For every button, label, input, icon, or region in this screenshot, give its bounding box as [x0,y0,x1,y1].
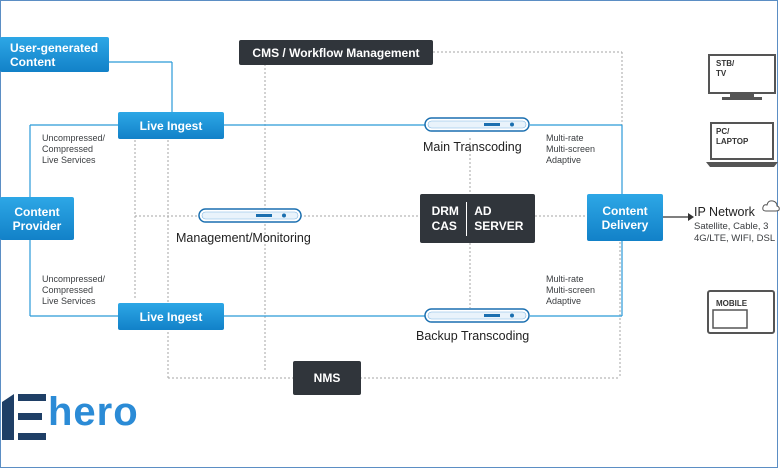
main-transcoding-label: Main Transcoding [423,140,522,154]
management-pill-icon [198,208,302,223]
nms-node: NMS [293,361,361,395]
uncompressed-top-label: Uncompressed/ Compressed Live Services [42,133,106,165]
drm-cas-label: DRM CAS [431,203,459,233]
logo-text: hero [48,390,139,434]
stb-label: STB/ TV [716,59,735,78]
content-delivery-node: Content Delivery [587,194,663,241]
ip-network-label: IP Network [694,205,755,219]
content-provider-node: Content Provider [0,197,74,240]
cloud-icon [762,200,780,212]
mobile-icon [707,290,775,334]
ugc-node: User-generated Content [0,37,109,72]
cms-node: CMS / Workflow Management [239,40,433,65]
backup-transcoding-label: Backup Transcoding [416,329,530,343]
ad-server-label: AD SERVER [474,203,524,233]
drm-ad-node: DRM CAS AD SERVER [420,194,535,243]
drm-divider [466,201,468,236]
laptop-icon [706,122,778,167]
management-label: Management/Monitoring [176,231,311,245]
multirate-top-label: Multi-rate Multi-screen Adaptive [546,133,596,165]
live-ingest-top-node: Live Ingest [118,112,224,139]
backup-transcoder-pill-icon [424,308,530,323]
ip-network-sub-label: Satellite, Cable, 3 4G/LTE, WIFI, DSL [694,221,776,244]
hero-logo-icon [2,394,46,440]
live-ingest-bottom-node: Live Ingest [118,303,224,330]
main-transcoder-pill-icon [424,117,530,132]
multirate-bottom-label: Multi-rate Multi-screen Adaptive [546,274,596,306]
uncompressed-bottom-label: Uncompressed/ Compressed Live Services [42,274,106,306]
mobile-label: MOBILE [716,299,748,308]
pc-label: PC/ LAPTOP [716,127,749,146]
tv-icon [708,54,776,100]
